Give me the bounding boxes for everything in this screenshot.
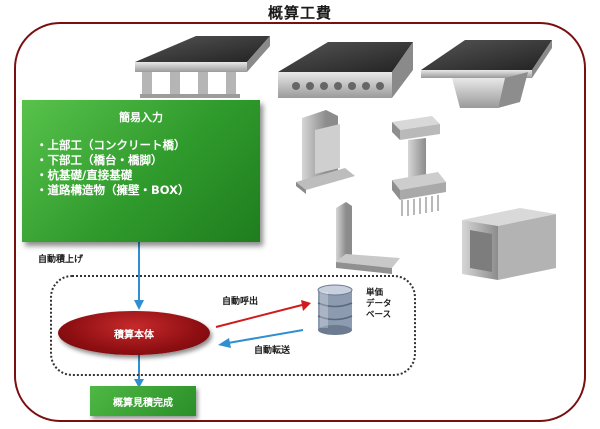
simple-input-box: 簡易入力 上部工（コンクリート橋） 下部工（橋台・橋脚） 杭基礎/直接基礎 道路…	[22, 100, 260, 242]
system-boundary	[50, 275, 416, 376]
flow-arrows	[134, 242, 311, 388]
retaining-wall-image	[336, 202, 400, 274]
estimate-complete-box: 概算見積完成	[90, 386, 196, 416]
auto-call-label: 自動呼出	[222, 297, 259, 307]
auto-transfer-label: 自動転送	[254, 346, 291, 356]
girder-bridge-image	[135, 36, 270, 98]
hollow-slab-bridge-image	[278, 42, 413, 98]
box-girder-bridge-image	[421, 40, 552, 108]
database-label-line2: データ	[366, 299, 392, 309]
simple-input-header: 簡易入力	[119, 111, 163, 124]
database-icon	[317, 284, 353, 335]
box-culvert-image	[462, 208, 556, 280]
abutment-image	[296, 110, 355, 194]
input-item-substructure: 下部工（橋台・橋脚）	[36, 153, 190, 168]
input-item-list: 上部工（コンクリート橋） 下部工（橋台・橋脚） 杭基礎/直接基礎 道路構造物（擁…	[36, 138, 190, 198]
estimation-engine: 積算本体	[58, 311, 210, 355]
outer-frame	[14, 22, 586, 422]
input-item-road-structures: 道路構造物（擁壁・BOX）	[36, 183, 190, 198]
pier-image	[392, 116, 446, 216]
database-label-line3: ベース	[366, 310, 392, 320]
database-label: 単価 データ ベース	[366, 288, 392, 321]
database-label-line1: 単価	[366, 288, 384, 298]
input-item-foundation: 杭基礎/直接基礎	[36, 168, 190, 183]
diagram-title: 概算工費	[267, 4, 332, 22]
auto-estimate-label: 自動積上げ	[38, 255, 84, 265]
input-item-superstructure: 上部工（コンクリート橋）	[36, 138, 190, 153]
